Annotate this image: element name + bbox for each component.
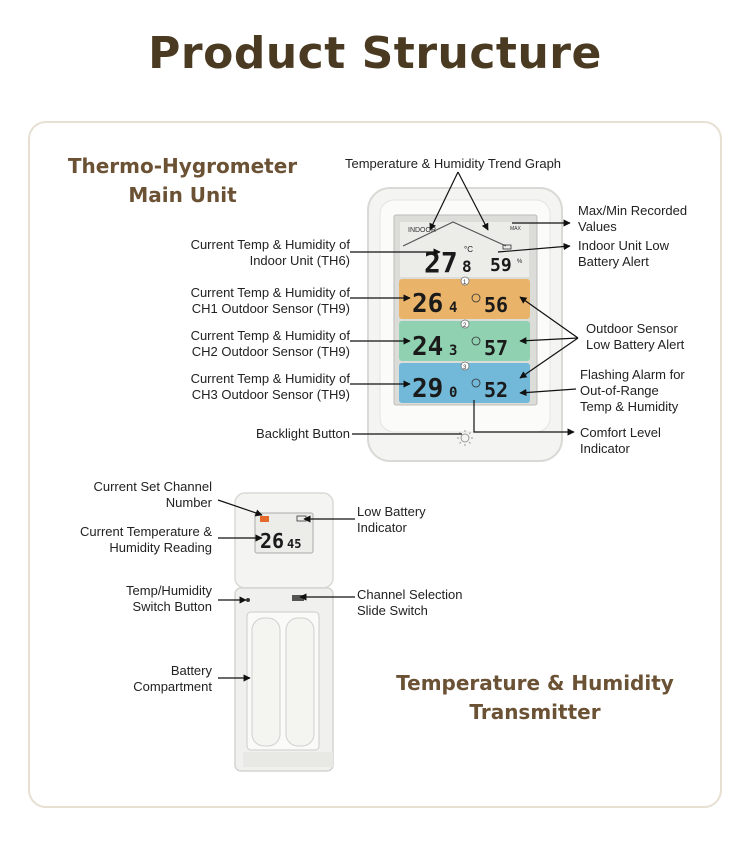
ch2-comfort-icon: [471, 336, 481, 346]
ch2-number-badge: [460, 319, 470, 329]
ch3-temp: 29: [412, 374, 443, 404]
label-indoor-low-battery-line2: Battery Alert: [578, 254, 649, 269]
label-ch3-current: Current Temp & Humidity of CH3 Outdoor S…: [110, 371, 350, 403]
label-outdoor-low-battery-line1: Outdoor Sensor: [586, 321, 678, 336]
label-outdoor-low-battery-line2: Low Battery Alert: [586, 337, 685, 352]
ch3-temp-decimal: 0: [449, 385, 457, 401]
label-comfort-level-line1: Comfort Level: [580, 425, 661, 440]
label-flashing-alarm: Flashing Alarm for Out-of-Range Temp & H…: [580, 367, 720, 415]
indoor-text: INDOOR: [408, 227, 436, 234]
label-flashing-alarm-line3: Temp & Humidity: [580, 399, 679, 414]
main-unit-heading-line1: Thermo-Hygrometer: [67, 154, 298, 178]
label-set-channel-line1: Current Set Channel: [93, 479, 212, 494]
label-ch2-current-line2: CH2 Outdoor Sensor (TH9): [191, 344, 350, 359]
label-ch3-current-line2: CH3 Outdoor Sensor (TH9): [191, 387, 350, 402]
label-max-min-line2: Values: [578, 219, 617, 234]
label-battery-compartment: Battery Compartment: [40, 663, 212, 695]
indoor-battery-icon: [502, 244, 512, 250]
label-ch1-current-line1: Current Temp & Humidity of: [190, 285, 350, 300]
transmitter-heading: Temperature & Humidity Transmitter: [380, 669, 690, 727]
label-indoor-current-line1: Current Temp & Humidity of: [190, 237, 350, 252]
transmitter-humidity: 45: [287, 537, 301, 551]
switch-button-dot: [246, 598, 250, 602]
indoor-temp: 27: [424, 246, 458, 279]
ch1-panel: [399, 279, 530, 319]
label-trend-graph: Temperature & Humidity Trend Graph: [345, 156, 562, 171]
indoor-percent-icon: %: [517, 259, 523, 265]
indoor-temp-decimal: 8: [462, 257, 472, 276]
transmitter-device: 26 45: [234, 492, 334, 772]
label-channel-slide: Channel Selection Slide Switch: [357, 587, 517, 619]
main-unit-heading: Thermo-Hygrometer Main Unit: [60, 152, 305, 210]
ch3-number-badge: [460, 361, 470, 371]
label-set-channel-line2: Number: [165, 495, 212, 510]
label-channel-slide-line2: Slide Switch: [357, 603, 428, 618]
label-comfort-level: Comfort Level Indicator: [580, 425, 720, 457]
ch3-comfort-icon: [471, 378, 481, 388]
label-indoor-low-battery-line1: Indoor Unit Low: [578, 238, 670, 253]
max-min-icon: MAX: [510, 226, 522, 232]
transmitter-heading-line2: Transmitter: [469, 700, 601, 724]
label-battery-compartment-line2: Compartment: [133, 679, 212, 694]
label-max-min: Max/Min Recorded Values: [578, 203, 718, 235]
ch3-number: 3: [463, 365, 467, 371]
battery-slot-left: [251, 617, 281, 747]
battery-slot-right: [285, 617, 315, 747]
label-low-battery-indicator-line1: Low Battery: [357, 504, 426, 519]
label-channel-slide-line1: Channel Selection: [357, 587, 463, 602]
label-switch-button: Temp/Humidity Switch Button: [40, 583, 212, 615]
label-indoor-current: Current Temp & Humidity of Indoor Unit (…: [110, 237, 350, 269]
label-ch2-current-line1: Current Temp & Humidity of: [190, 328, 350, 343]
ch1-number: 1: [463, 280, 467, 286]
label-indoor-low-battery: Indoor Unit Low Battery Alert: [578, 238, 718, 270]
label-max-min-line1: Max/Min Recorded: [578, 203, 688, 218]
ch1-temp-decimal: 4: [449, 300, 457, 316]
label-current-reading-line1: Current Temperature &: [80, 524, 212, 539]
label-flashing-alarm-line2: Out-of-Range: [580, 383, 659, 398]
ch2-temp: 24: [412, 332, 443, 362]
label-low-battery-indicator: Low Battery Indicator: [357, 504, 517, 536]
transmitter-heading-line1: Temperature & Humidity: [396, 671, 674, 695]
transmitter-temp: 26: [260, 529, 284, 553]
label-ch2-current: Current Temp & Humidity of CH2 Outdoor S…: [110, 328, 350, 360]
indoor-panel: [400, 222, 529, 277]
ch2-panel: [399, 321, 530, 361]
label-current-reading-line2: Humidity Reading: [109, 540, 212, 555]
label-indoor-current-line2: Indoor Unit (TH6): [249, 253, 350, 268]
trend-graph-icon: [402, 221, 507, 247]
label-ch1-current: Current Temp & Humidity of CH1 Outdoor S…: [110, 285, 350, 317]
label-battery-compartment-line1: Battery: [170, 663, 212, 678]
backlight-sun-icon: [457, 430, 473, 446]
indoor-celsius-icon: °C: [464, 245, 473, 254]
ch1-number-badge: [460, 276, 470, 286]
ch1-temp: 26: [412, 289, 443, 319]
label-comfort-level-line2: Indicator: [580, 441, 630, 456]
label-backlight: Backlight Button: [256, 426, 350, 441]
label-switch-button-line1: Temp/Humidity: [126, 583, 212, 598]
label-ch3-current-line1: Current Temp & Humidity of: [190, 371, 350, 386]
ch1-humidity: 56: [484, 293, 508, 317]
label-current-reading: Current Temperature & Humidity Reading: [40, 524, 212, 556]
label-outdoor-low-battery: Outdoor Sensor Low Battery Alert: [586, 321, 721, 353]
ch2-number: 2: [463, 323, 467, 329]
label-set-channel: Current Set Channel Number: [40, 479, 212, 511]
label-ch1-current-line2: CH1 Outdoor Sensor (TH9): [191, 301, 350, 316]
main-unit-device: INDOOR MAX 27 8 °C 59 % 1 26 4 56 2 24 3…: [367, 187, 563, 462]
ch1-comfort-icon: [471, 293, 481, 303]
channel-icon: [260, 516, 269, 522]
label-switch-button-line2: Switch Button: [132, 599, 213, 614]
label-low-battery-indicator-line2: Indicator: [357, 520, 407, 535]
ch2-humidity: 57: [484, 336, 508, 360]
ch3-panel: [399, 363, 530, 403]
ch3-humidity: 52: [484, 378, 508, 402]
slide-switch: [292, 595, 304, 601]
label-flashing-alarm-line1: Flashing Alarm for: [580, 367, 685, 382]
main-unit-heading-line2: Main Unit: [128, 183, 237, 207]
indoor-humidity: 59: [490, 255, 512, 276]
ch2-temp-decimal: 3: [449, 343, 457, 359]
page-title: Product Structure: [148, 28, 602, 79]
